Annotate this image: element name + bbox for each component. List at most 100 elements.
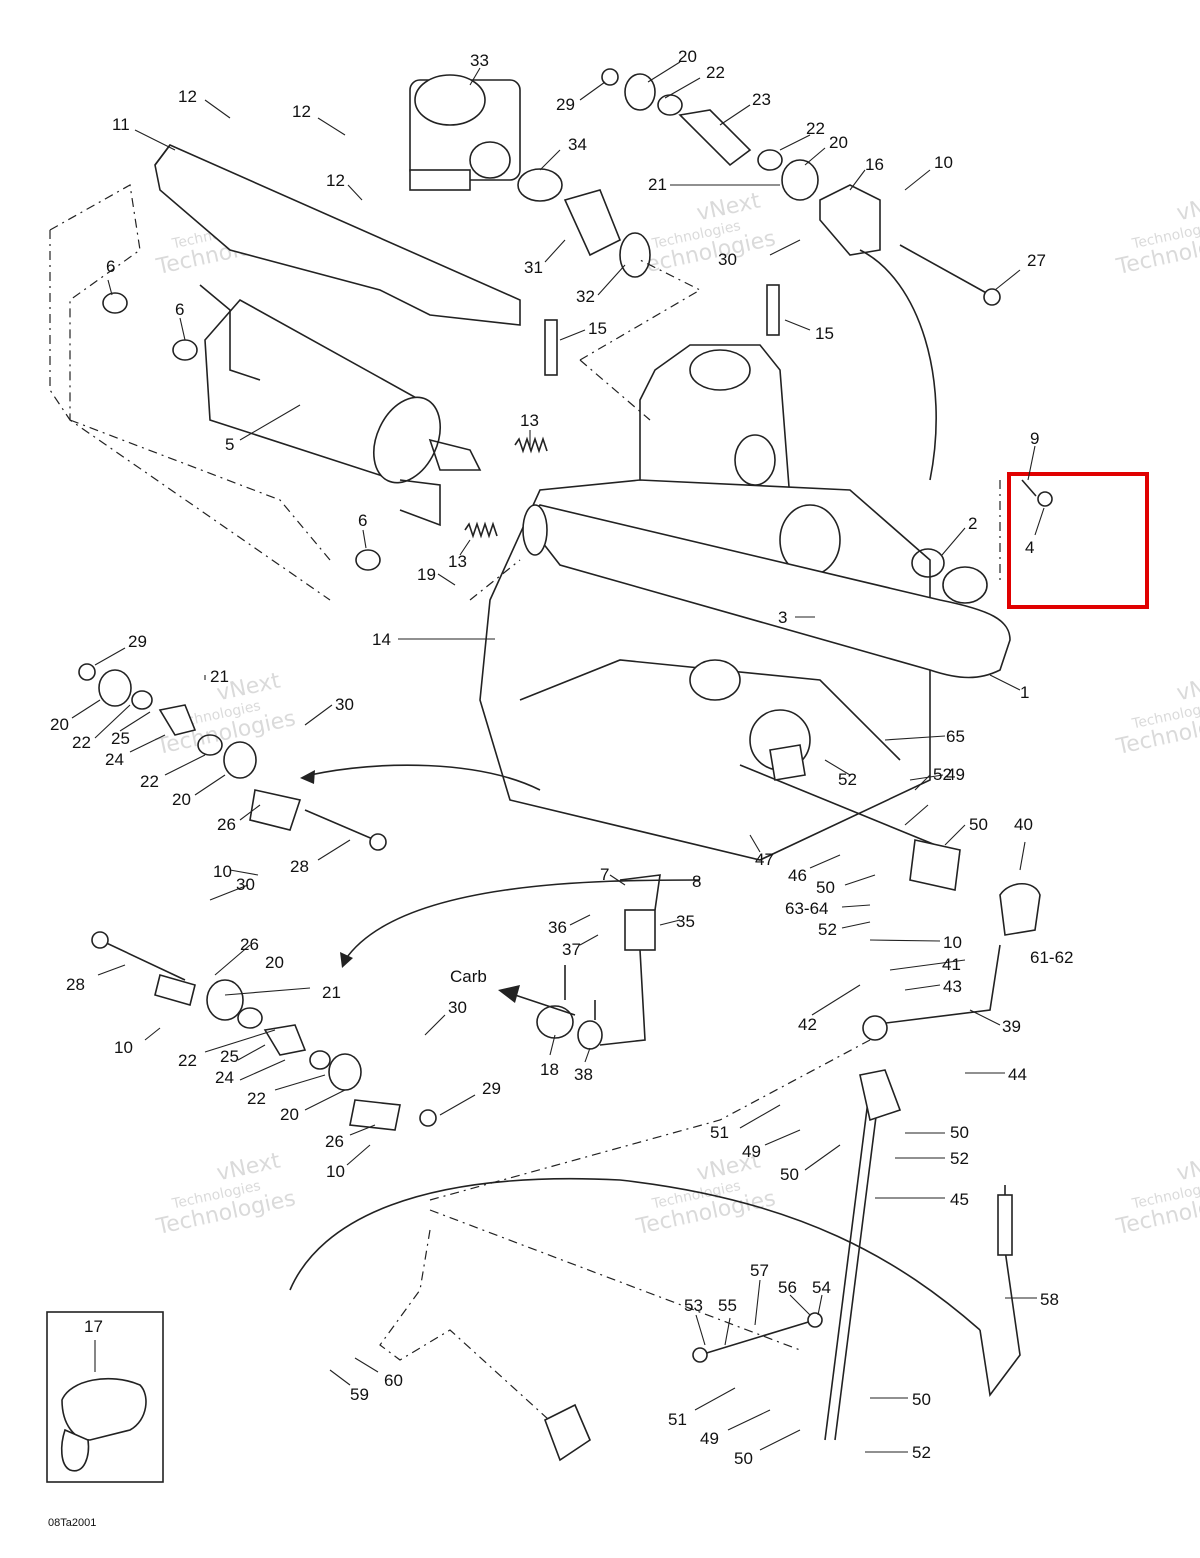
callout-22: 22: [140, 772, 159, 791]
callout-52: 52: [912, 1443, 931, 1462]
callout-46: 46: [788, 866, 807, 885]
muffler: [199, 284, 482, 527]
callout-8: 8: [692, 872, 701, 891]
callout-22: 22: [806, 119, 825, 138]
callout-28: 28: [290, 857, 309, 876]
callout-51: 51: [668, 1410, 687, 1429]
grommets: [102, 292, 381, 571]
callout-15: 15: [588, 319, 607, 338]
shift-rod: [824, 1069, 902, 1441]
callout-50: 50: [969, 815, 988, 834]
callout-22: 22: [247, 1089, 266, 1108]
callout-39: 39: [1002, 1017, 1021, 1036]
callout-7: 7: [600, 865, 609, 884]
callout-42: 42: [798, 1015, 817, 1034]
callout-1: 1: [1020, 683, 1029, 702]
callout-22: 22: [72, 733, 91, 752]
callout-3: 3: [778, 608, 787, 627]
callout-30: 30: [335, 695, 354, 714]
callout-60: 60: [384, 1371, 403, 1390]
carb-label: Carb: [450, 967, 487, 986]
callout-18: 18: [540, 1060, 559, 1079]
callout-30: 30: [236, 875, 255, 894]
callout-10: 10: [114, 1038, 133, 1057]
callout-30: 30: [448, 998, 467, 1017]
part-4-nut: [1021, 479, 1053, 507]
callout-53: 53: [684, 1296, 703, 1315]
callout-52: 52: [818, 920, 837, 939]
cable: [979, 1185, 1021, 1398]
callout-21: 21: [210, 667, 229, 686]
springs: [464, 436, 548, 539]
callout-20: 20: [280, 1105, 299, 1124]
callout-labels: 33 20 22 29 23 12 12 11 34 22 20 16 10 2…: [48, 47, 1073, 1529]
callout-35: 35: [676, 912, 695, 931]
callout-10: 10: [213, 862, 232, 881]
callout-leaders: [71, 61, 1045, 1453]
callout-17: 17: [84, 1317, 103, 1336]
callout-58: 58: [1040, 1290, 1059, 1309]
callout-25: 25: [111, 729, 130, 748]
callout-32: 32: [576, 287, 595, 306]
callout-51: 51: [710, 1123, 729, 1142]
callout-50: 50: [734, 1449, 753, 1468]
brake-pedal: [289, 1177, 981, 1462]
callout-52: 52: [838, 770, 857, 789]
callout-37: 37: [562, 940, 581, 959]
callout-27: 27: [1027, 251, 1046, 270]
callout-9: 9: [1030, 429, 1039, 448]
dashed-assembly-lines: [429, 259, 1001, 1351]
callout-25: 25: [220, 1047, 239, 1066]
watermark: vNext Technologies Technologies: [1113, 188, 1200, 280]
callout-52: 52: [933, 765, 952, 784]
callout-50: 50: [816, 878, 835, 897]
callout-22: 22: [706, 63, 725, 82]
callout-13: 13: [520, 411, 539, 430]
sensor: [599, 874, 661, 1046]
heat-shield: [154, 144, 521, 326]
cable-clamps: [536, 965, 603, 1050]
callout-20: 20: [678, 47, 697, 66]
exhaust-gasket: [911, 548, 945, 578]
callout-49: 49: [946, 765, 965, 784]
callout-47: 47: [755, 850, 774, 869]
callout-28: 28: [66, 975, 85, 994]
callout-4: 4: [1025, 538, 1034, 557]
callout-63-64: 63-64: [785, 899, 828, 918]
callout-15: 15: [815, 324, 834, 343]
spark-plugs: [544, 284, 780, 376]
callout-2: 2: [968, 514, 977, 533]
callout-49: 49: [742, 1142, 761, 1161]
callout-40: 40: [1014, 815, 1033, 834]
left-mount-assembly-lower: [91, 931, 437, 1131]
highlight-box: [1007, 472, 1149, 609]
watermark: vNext Technologies Technologies: [633, 188, 777, 280]
callout-20: 20: [50, 715, 69, 734]
callout-38: 38: [574, 1065, 593, 1084]
carburetor: [409, 74, 521, 191]
upper-mount-assembly: [601, 68, 819, 201]
callout-59: 59: [350, 1385, 369, 1404]
callout-20: 20: [829, 133, 848, 152]
callout-65: 65: [946, 727, 965, 746]
callout-61-62: 61-62: [1030, 948, 1073, 967]
callout-56: 56: [778, 1278, 797, 1297]
assembly-arrows: [300, 249, 937, 968]
left-mount-assembly-upper: [78, 663, 387, 851]
linkage-rod: [692, 1312, 823, 1363]
callout-33: 33: [470, 51, 489, 70]
callout-52: 52: [950, 1149, 969, 1168]
callout-5: 5: [225, 435, 234, 454]
callout-6: 6: [358, 511, 367, 530]
callout-21: 21: [648, 175, 667, 194]
callout-50: 50: [912, 1390, 931, 1409]
callout-26: 26: [325, 1132, 344, 1151]
callout-21: 21: [322, 983, 341, 1002]
callout-10: 10: [943, 933, 962, 952]
watermark: vNext Technologies Technologies: [1113, 668, 1200, 760]
callout-45: 45: [950, 1190, 969, 1209]
callout-10: 10: [326, 1162, 345, 1181]
callout-44: 44: [1008, 1065, 1027, 1084]
callout-19: 19: [417, 565, 436, 584]
callout-26: 26: [217, 815, 236, 834]
